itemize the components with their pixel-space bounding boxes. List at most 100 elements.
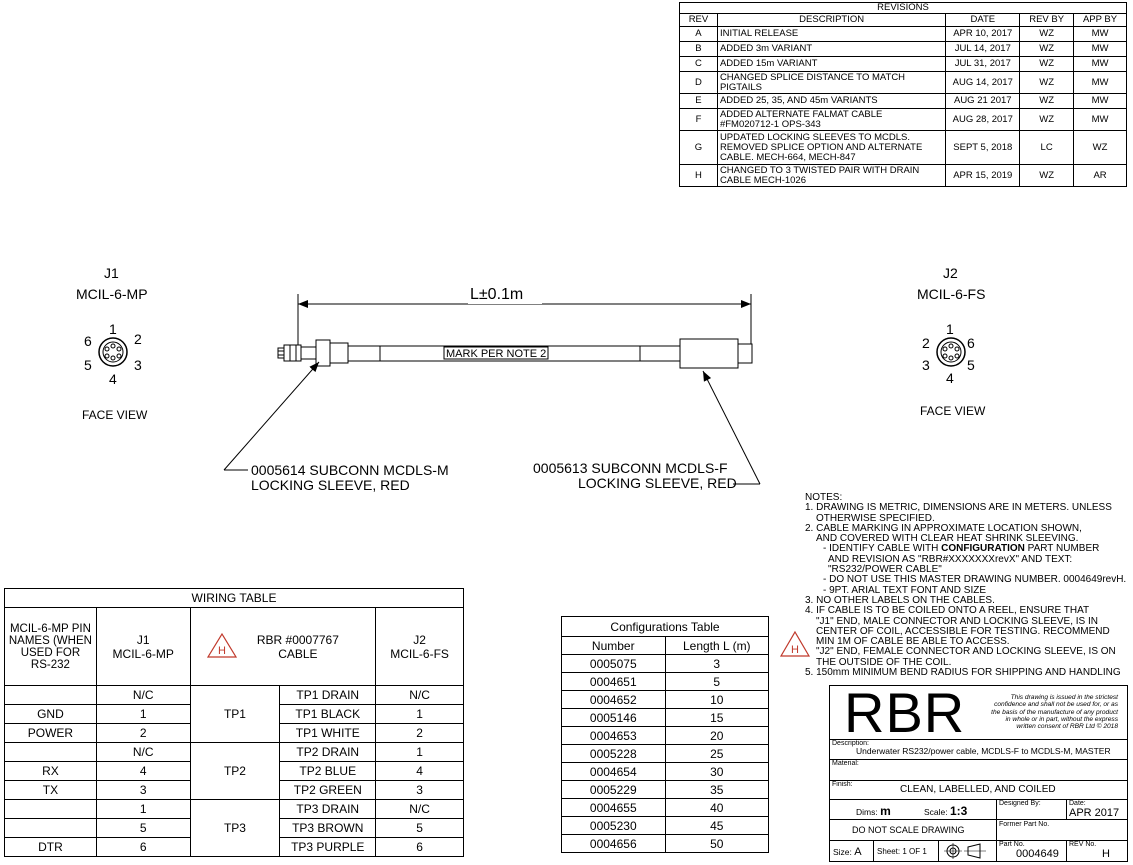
wiring-cell: TP1 DRAIN [279, 685, 377, 705]
projection-symbol-icon [944, 843, 986, 859]
rev-no-value: H [1102, 848, 1110, 860]
note-line: OTHERWISE SPECIFIED. [816, 512, 935, 524]
configurations-table: Configurations Table Number Length L (m)… [561, 616, 770, 853]
title-block: RBR This drawing is issued in the strict… [829, 681, 1128, 862]
wiring-cell: 5 [95, 818, 191, 838]
wiring-cell: 2 [95, 723, 191, 743]
j1-pin-label: 6 [84, 333, 92, 349]
note-line: "J1" END, MALE CONNECTOR AND LOCKING SLE… [816, 615, 1098, 627]
config-cell: 35 [664, 780, 770, 799]
config-cell: 0004652 [561, 690, 666, 709]
note-line: 3. NO OTHER LABELS ON THE CABLES. [805, 594, 995, 606]
wiring-cell: N/C [95, 685, 191, 705]
j2-female-connector [679, 338, 753, 369]
j2-pin-label: 4 [946, 370, 954, 386]
j1-label: J1 [104, 265, 119, 281]
wiring-cell: N/C [95, 742, 191, 762]
part-no-value: 0004649 [1016, 848, 1059, 860]
wiring-cell: TP2 [189, 742, 281, 800]
wiring-cell: POWER [4, 723, 97, 743]
wiring-cell: DTR [4, 837, 97, 857]
notes-title: NOTES: [805, 492, 843, 503]
wiring-cell: TP3 [189, 799, 281, 857]
wiring-cell: 1 [375, 704, 464, 724]
wiring-cell: 1 [375, 742, 464, 762]
wiring-cell: 4 [95, 761, 191, 781]
j2-face-view-icon [936, 337, 966, 367]
note-line: - 9PT. ARIAL TEXT FONT AND SIZE [823, 584, 987, 596]
revision-cell: MW [1073, 26, 1127, 42]
wiring-cell: TP2 GREEN [279, 780, 377, 800]
wiring-cell: TP1 BLACK [279, 704, 377, 724]
wiring-cell: TP1 [189, 685, 281, 743]
rev-flag-icon: H [206, 632, 237, 658]
note-line: THE OUTSIDE OF THE COIL. [816, 656, 952, 668]
revision-cell: WZ [1019, 164, 1075, 187]
j2-part: MCIL-6-FS [917, 286, 986, 302]
wiring-cell: 4 [375, 761, 464, 781]
config-cell: 0005075 [561, 654, 666, 673]
sheet-label: Sheet: 1 OF 1 [877, 847, 927, 856]
note-line: "J2" END, FEMALE CONNECTOR AND LOCKING S… [816, 646, 1116, 658]
notes: NOTES: 1. DRAWING IS METRIC, DIMENSIONS … [805, 492, 1131, 678]
wiring-cell: TP2 DRAIN [279, 742, 377, 762]
note-line: - DO NOT USE THIS MASTER DRAWING NUMBER.… [823, 574, 1127, 586]
date-value: APR 2017 [1069, 807, 1120, 819]
config-cell: 25 [664, 744, 770, 763]
config-cell: 0004655 [561, 798, 666, 817]
wiring-cell: 6 [95, 837, 191, 857]
wiring-cell: N/C [375, 799, 464, 819]
wiring-cell [4, 818, 97, 838]
j2-pin-label: 5 [967, 357, 975, 373]
mark-per-note: MARK PER NOTE 2 [446, 348, 546, 360]
scale-label: Scale: 1:3 [924, 804, 968, 818]
description-label: Description: [832, 740, 869, 747]
config-cell: 3 [664, 654, 770, 673]
note-line: AND REVISION AS "RBR#XXXXXXXrevX" AND TE… [828, 553, 1073, 565]
note-line: 1. DRAWING IS METRIC, DIMENSIONS ARE IN … [805, 502, 1112, 514]
wiring-cell: 3 [95, 780, 191, 800]
date-label: Date: [1069, 800, 1086, 807]
j2-pin-label: 2 [922, 335, 930, 351]
wiring-cell: 1 [95, 799, 191, 819]
svg-text:H: H [791, 644, 799, 656]
revision-cell: UPDATED LOCKING SLEEVES TO MCDLS.REMOVED… [716, 130, 947, 165]
config-cell: 50 [664, 834, 770, 853]
j1-pin-label: 3 [134, 357, 142, 373]
dims-label: Dims: m [856, 804, 891, 818]
j1-part: MCIL-6-MP [76, 286, 148, 302]
j1-pin-label: 5 [84, 357, 92, 373]
j1-face-view-icon [98, 337, 128, 367]
rev-flag-icon [779, 630, 811, 657]
former-part-label: Former Part No. [999, 821, 1050, 828]
wiring-cell: TP3 BROWN [279, 818, 377, 838]
wiring-cell: 3 [375, 780, 464, 800]
note-line: MIN 1M OF CABLE BE ABLE TO ACCESS. [816, 636, 1010, 648]
config-cell: 45 [664, 816, 770, 835]
j2-pin-label: 6 [967, 335, 975, 351]
note-line: - IDENTIFY CABLE WITH CONFIGURATION PART… [823, 543, 1100, 555]
config-cell: 5 [664, 672, 770, 691]
wiring-cell: GND [4, 704, 97, 724]
cable [348, 345, 680, 362]
j1-face-view: FACE VIEW [82, 408, 148, 422]
j1-pin-label: 1 [109, 321, 117, 337]
wiring-caption: WIRING TABLE [4, 588, 464, 608]
config-cell: 30 [664, 762, 770, 781]
j1-pin-label: 2 [134, 331, 142, 347]
wiring-cell: TP3 DRAIN [279, 799, 377, 819]
part-no-label: Part No. [999, 841, 1025, 848]
